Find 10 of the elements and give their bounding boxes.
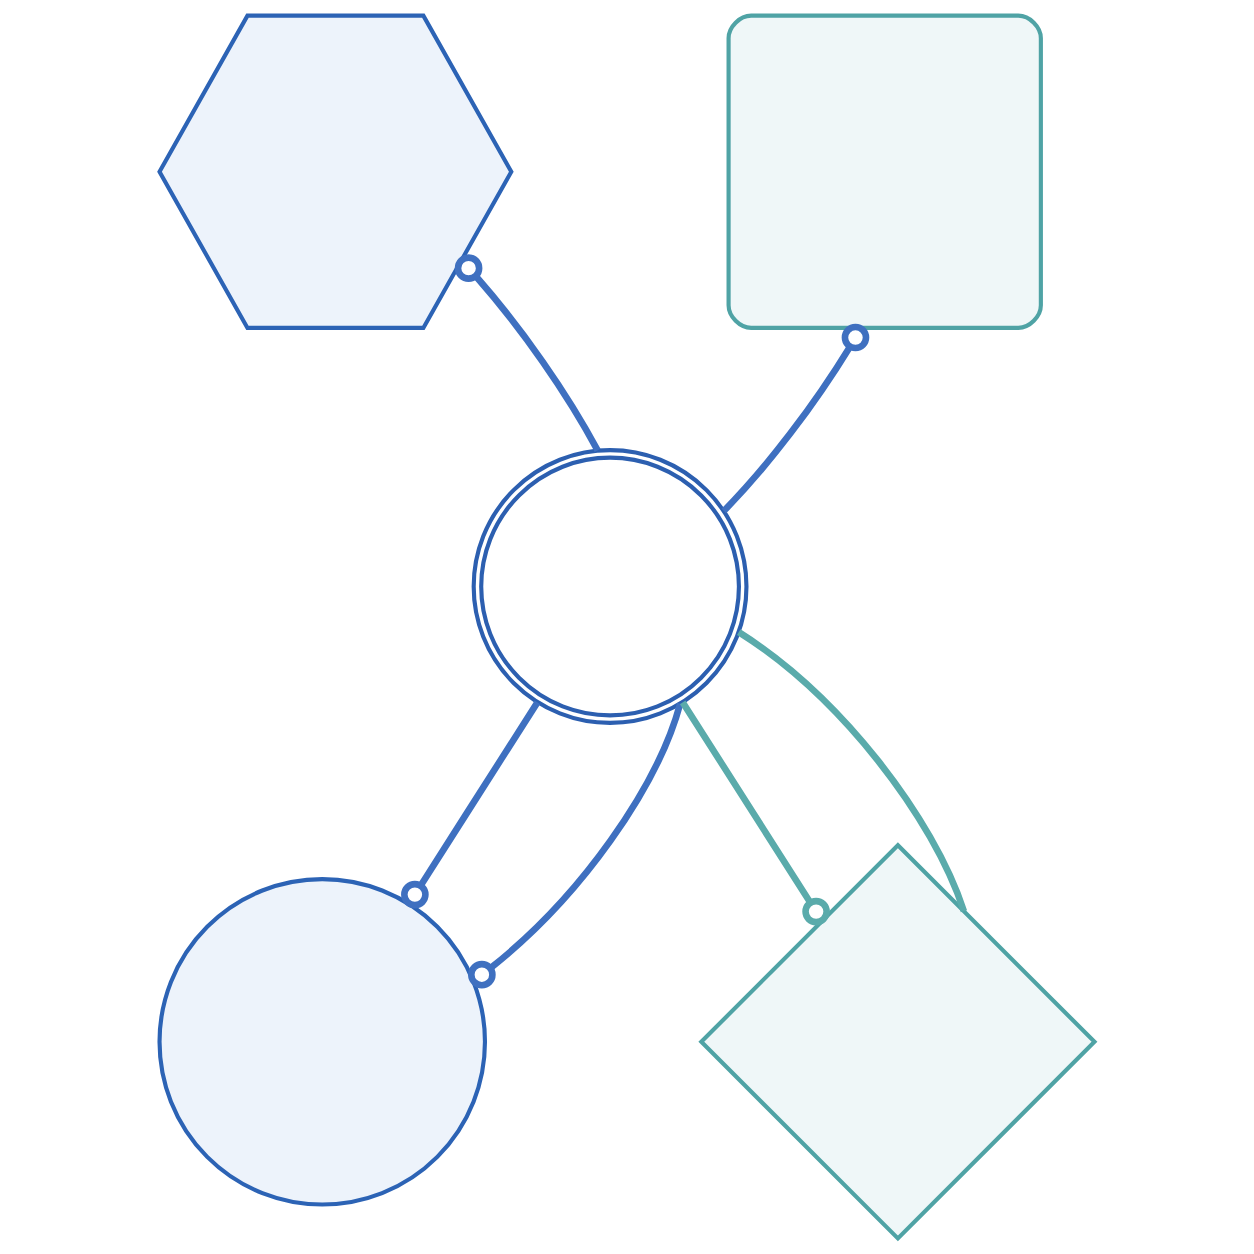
node-hexagon — [157, 13, 514, 330]
connector — [454, 254, 601, 452]
node-box — [726, 13, 1043, 330]
node-circle — [471, 448, 749, 725]
node-diamond — [698, 842, 1098, 1242]
connector — [736, 629, 968, 913]
connector — [679, 700, 830, 926]
connector — [401, 700, 541, 909]
connector — [468, 702, 684, 989]
connector — [721, 323, 870, 514]
